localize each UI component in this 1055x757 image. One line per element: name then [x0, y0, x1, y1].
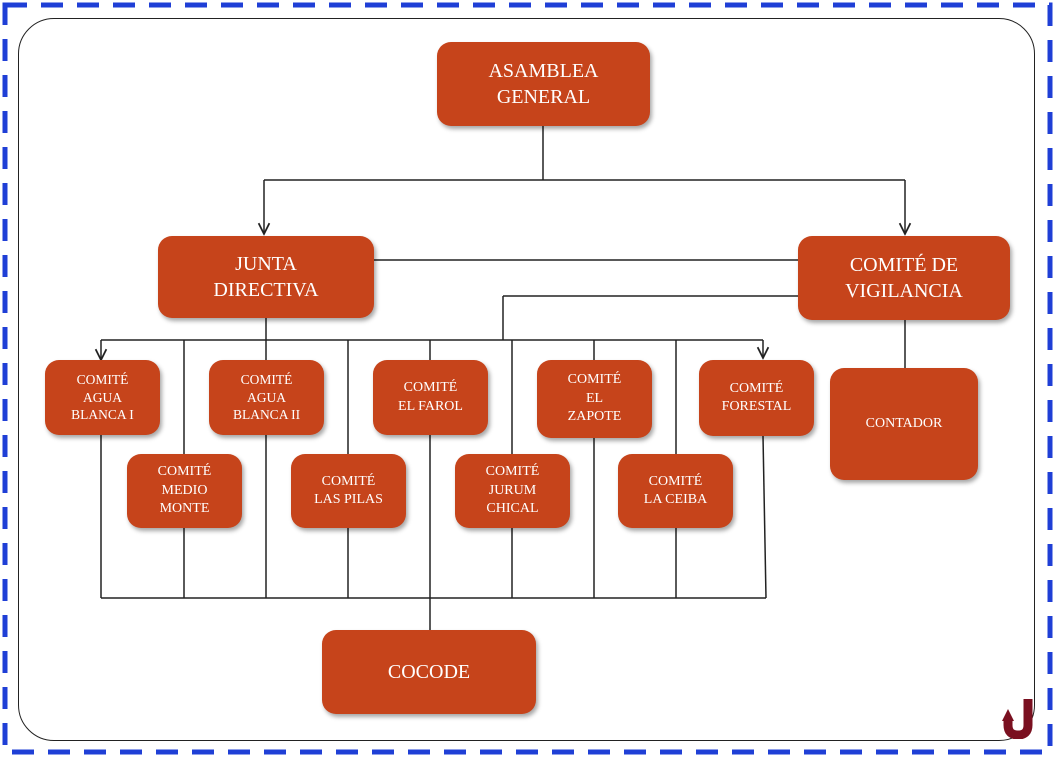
node-contador: CONTADOR: [830, 368, 978, 480]
node-comite-agua-blanca-1: COMITÉ AGUA BLANCA I: [45, 360, 160, 435]
node-comite-el-farol: COMITÉ EL FAROL: [373, 360, 488, 435]
node-comite-agua-blanca-2: COMITÉ AGUA BLANCA II: [209, 360, 324, 435]
node-comite-el-zapote: COMITÉ EL ZAPOTE: [537, 360, 652, 438]
node-junta-directiva: JUNTA DIRECTIVA: [158, 236, 374, 318]
node-comite-vigilancia: COMITÉ DE VIGILANCIA: [798, 236, 1010, 320]
node-comite-jurum-chical: COMITÉ JURUM CHICAL: [455, 454, 570, 528]
node-asamblea-general: ASAMBLEA GENERAL: [437, 42, 650, 126]
node-comite-la-ceiba: COMITÉ LA CEIBA: [618, 454, 733, 528]
node-comite-las-pilas: COMITÉ LAS PILAS: [291, 454, 406, 528]
node-cocode: COCODE: [322, 630, 536, 714]
return-arrow-icon[interactable]: [1002, 695, 1042, 740]
node-comite-forestal: COMITÉ FORESTAL: [699, 360, 814, 436]
node-comite-medio-monte: COMITÉ MEDIO MONTE: [127, 454, 242, 528]
